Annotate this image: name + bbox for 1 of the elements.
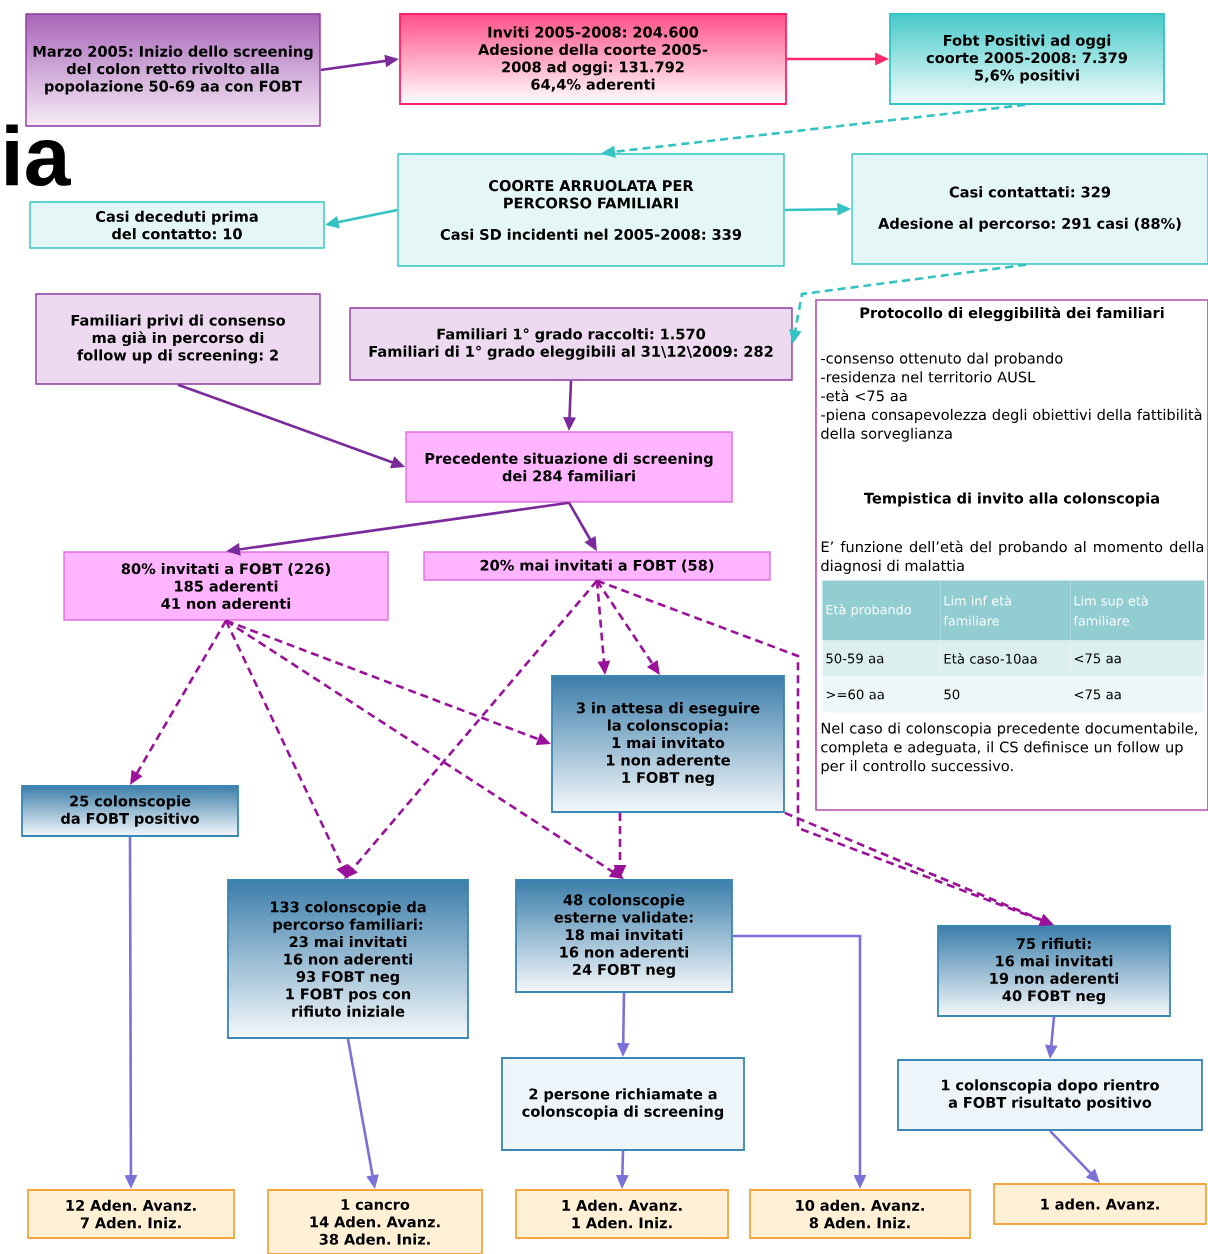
title-fragment: ia [6, 124, 71, 187]
